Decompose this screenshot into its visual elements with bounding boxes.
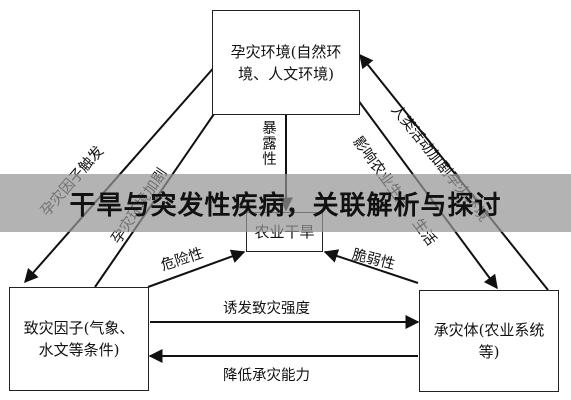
label-exposure: 暴露性 [260,120,276,167]
title-banner: 干旱与突发性疾病，关联解析与探讨 [0,174,571,232]
node-bearer: 承灾体(农业系统等) [419,290,559,392]
node-env: 孕灾环境(自然环境、人文环境) [212,10,360,115]
arrow-env-to-cause [24,63,218,284]
arrow-cause-to-center [147,249,246,288]
node-cause: 致灾因子(气象、水文等条件) [9,287,149,391]
label-reduce: 降低承灾能力 [223,368,310,384]
banner-title: 干旱与突发性疾病，关联解析与探讨 [69,190,502,221]
arrow-bearer-to-center [323,249,419,284]
label-induce: 诱发致灾强度 [223,301,310,317]
arrow-bearer-to-env [359,53,549,291]
